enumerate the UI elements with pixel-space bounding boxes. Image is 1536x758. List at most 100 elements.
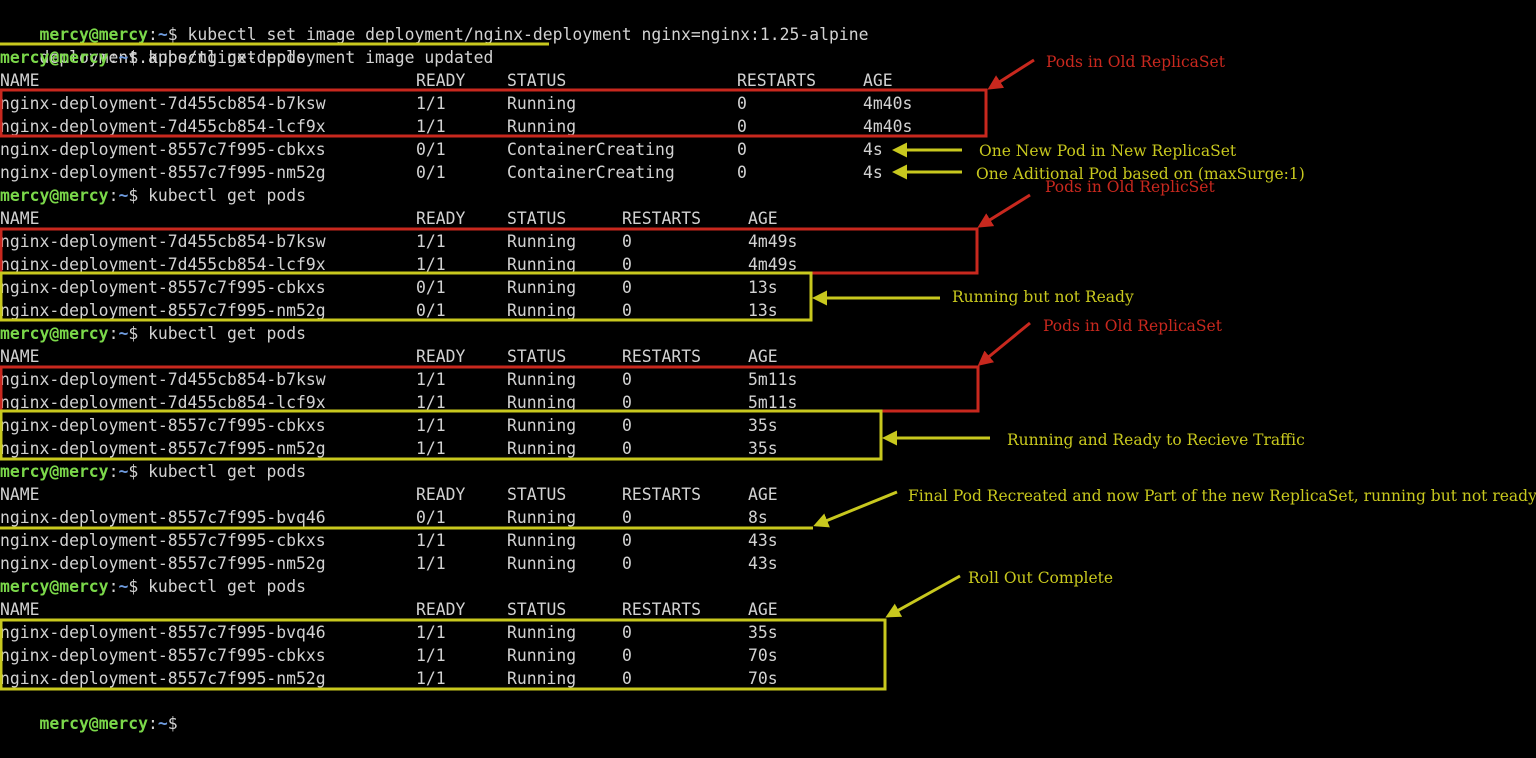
prompt-symbol: $ [128, 186, 149, 205]
terminal-line-output: deployment.apps/nginx-deployment image u… [0, 23, 493, 67]
terminal-line-command: mercy@mercy:~$ kubectl get pods [0, 575, 306, 598]
pod-ready: 1/1 [416, 669, 446, 688]
annotation-old-rs-1: Pods in Old ReplicaSet [1046, 53, 1225, 71]
pod-ready: 0/1 [416, 163, 446, 182]
pod-restarts: 0 [737, 117, 747, 136]
prompt-separator: : [108, 462, 119, 481]
column-header-ready: READY [416, 209, 466, 228]
command-text: kubectl set image deployment/nginx-deplo… [187, 25, 869, 44]
annotation-new-pod: One New Pod in New ReplicaSet [979, 142, 1237, 160]
pod-name: nginx-deployment-8557c7f995-cbkxs [0, 140, 326, 159]
annotation-running-not-ready: Running but not Ready [952, 288, 1134, 306]
pod-age: 13s [748, 278, 778, 297]
output-text: deployment.apps/nginx-deployment image u… [39, 48, 494, 67]
pod-restarts: 0 [622, 646, 632, 665]
pod-ready: 1/1 [416, 646, 446, 665]
pod-age: 13s [748, 301, 778, 320]
column-header-name: NAME [0, 209, 40, 228]
pod-age: 4s [863, 140, 883, 159]
pod-age: 5m11s [748, 370, 798, 389]
pod-name: nginx-deployment-7d455cb854-lcf9x [0, 393, 326, 412]
annotation-old-rs-3: Pods in Old ReplicaSet [1043, 317, 1222, 335]
column-header-status: STATUS [507, 485, 567, 504]
column-header-restarts: RESTARTS [622, 209, 701, 228]
prompt-user: mercy@mercy [39, 714, 149, 733]
pod-restarts: 0 [737, 163, 747, 182]
column-header-age: AGE [748, 209, 778, 228]
column-header-ready: READY [416, 485, 466, 504]
pod-name: nginx-deployment-8557c7f995-cbkxs [0, 416, 326, 435]
column-header-age: AGE [748, 600, 778, 619]
annotation-running-ready: Running and Ready to Recieve Traffic [1007, 431, 1305, 449]
prompt-user: mercy@mercy [39, 25, 149, 44]
pod-name: nginx-deployment-8557c7f995-nm52g [0, 669, 326, 688]
pod-name: nginx-deployment-7d455cb854-b7ksw [0, 370, 326, 389]
pod-status: Running [507, 623, 577, 642]
pod-status: Running [507, 232, 577, 251]
column-header-age: AGE [748, 485, 778, 504]
pod-name: nginx-deployment-7d455cb854-lcf9x [0, 117, 326, 136]
pod-age: 70s [748, 669, 778, 688]
pod-restarts: 0 [622, 439, 632, 458]
prompt-path: ~ [118, 48, 129, 67]
column-header-status: STATUS [507, 600, 567, 619]
pod-ready: 1/1 [416, 554, 446, 573]
pod-ready: 1/1 [416, 531, 446, 550]
column-header-restarts: RESTARTS [622, 600, 701, 619]
pod-status: Running [507, 554, 577, 573]
pod-ready: 1/1 [416, 393, 446, 412]
prompt-symbol: $ [128, 577, 149, 596]
prompt-path: ~ [157, 714, 168, 733]
pod-age: 4m40s [863, 117, 913, 136]
prompt-path: ~ [118, 577, 129, 596]
pod-status: ContainerCreating [507, 140, 675, 159]
pod-name: nginx-deployment-8557c7f995-cbkxs [0, 278, 326, 297]
pod-status: Running [507, 94, 577, 113]
pod-age: 43s [748, 531, 778, 550]
terminal-window[interactable]: mercy@mercy:~$ kubectl set image deploym… [0, 0, 1536, 733]
pod-age: 35s [748, 439, 778, 458]
pod-restarts: 0 [737, 94, 747, 113]
pod-restarts: 0 [622, 232, 632, 251]
command-text: kubectl get pods [148, 462, 306, 481]
pod-ready: 1/1 [416, 623, 446, 642]
column-header-status: STATUS [507, 347, 567, 366]
pod-restarts: 0 [622, 623, 632, 642]
column-header-age: AGE [748, 347, 778, 366]
prompt-user: mercy@mercy [0, 324, 109, 343]
pod-restarts: 0 [622, 278, 632, 297]
pod-ready: 1/1 [416, 439, 446, 458]
pod-status: Running [507, 416, 577, 435]
pod-status: Running [507, 646, 577, 665]
pod-name: nginx-deployment-7d455cb854-lcf9x [0, 255, 326, 274]
pod-status: Running [507, 508, 577, 527]
pod-status: Running [507, 393, 577, 412]
annotation-final-pod: Final Pod Recreated and now Part of the … [908, 487, 1536, 505]
prompt-path: ~ [157, 25, 168, 44]
pod-age: 43s [748, 554, 778, 573]
prompt-separator: : [108, 577, 119, 596]
annotation-additional-pod: One Aditional Pod based on (maxSurge:1) [976, 165, 1305, 183]
pod-age: 4m40s [863, 94, 913, 113]
pod-status: Running [507, 301, 577, 320]
pod-ready: 0/1 [416, 278, 446, 297]
pod-name: nginx-deployment-8557c7f995-nm52g [0, 163, 326, 182]
prompt-path: ~ [118, 186, 129, 205]
prompt-path: ~ [118, 462, 129, 481]
terminal-line-command: mercy@mercy:~$ kubectl get pods [0, 46, 306, 69]
pod-age: 5m11s [748, 393, 798, 412]
pod-name: nginx-deployment-8557c7f995-bvq46 [0, 623, 326, 642]
prompt-separator: : [148, 25, 158, 44]
annotation-rollout-complete: Roll Out Complete [968, 569, 1114, 587]
prompt-user: mercy@mercy [0, 186, 109, 205]
column-header-ready: READY [416, 347, 466, 366]
prompt-symbol: $ [128, 462, 149, 481]
prompt-user: mercy@mercy [0, 577, 109, 596]
pod-status: Running [507, 278, 577, 297]
prompt-separator: : [148, 714, 158, 733]
terminal-line-prompt[interactable]: mercy@mercy:~$ [0, 689, 188, 733]
column-header-restarts: RESTARTS [622, 485, 701, 504]
prompt-symbol: $ [167, 714, 188, 733]
pod-age: 70s [748, 646, 778, 665]
column-header-ready: READY [416, 71, 466, 90]
